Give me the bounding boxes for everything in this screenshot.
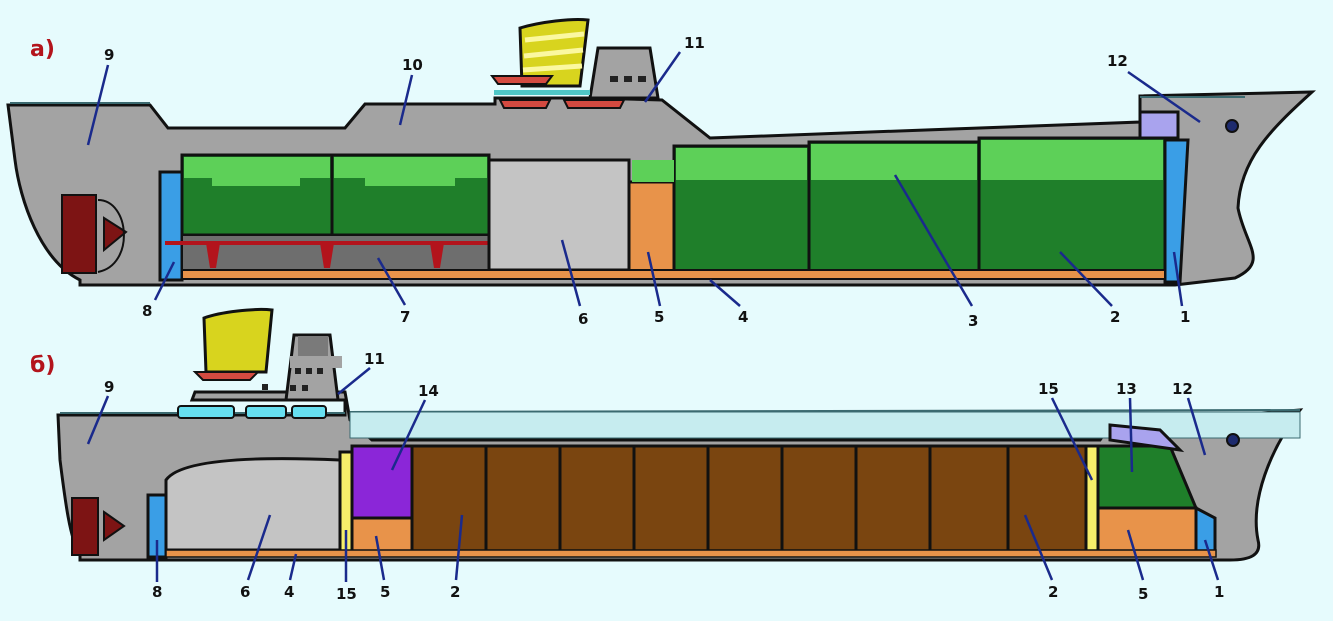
ship-a-hawse-hole xyxy=(1225,119,1239,133)
callout-b-1: 1 xyxy=(1214,583,1224,601)
ship-b-engine-room xyxy=(164,457,342,552)
callout-b-5-fore: 5 xyxy=(1138,585,1148,603)
callout-a-12: 12 xyxy=(1107,52,1128,70)
callout-a-4: 4 xyxy=(738,308,748,326)
ship-a-shaft-tunnel xyxy=(181,234,490,271)
callout-a-3: 3 xyxy=(968,312,978,330)
callout-b-13: 13 xyxy=(1116,380,1137,398)
ship-a-engine-room xyxy=(487,158,631,272)
ship-b-cofferdam-fore xyxy=(1084,444,1100,554)
callout-b-14: 14 xyxy=(418,382,439,400)
callout-a-5: 5 xyxy=(654,308,664,326)
callout-b-12: 12 xyxy=(1172,380,1193,398)
callout-b-2-fore: 2 xyxy=(1048,583,1058,601)
section-label-b: б) xyxy=(30,353,55,378)
callout-a-11: 11 xyxy=(684,34,705,52)
callout-a-10: 10 xyxy=(402,56,423,74)
callout-b-9: 9 xyxy=(104,378,114,396)
callouts-ship-b: 9 11 14 15 13 12 8 6 4 15 5 2 2 5 1 xyxy=(104,350,1224,603)
ship-b xyxy=(56,308,1304,562)
callout-b-2-aft: 2 xyxy=(450,583,460,601)
callout-a-9: 9 xyxy=(104,46,114,64)
ship-a-propeller xyxy=(103,216,128,253)
ship-b-propeller xyxy=(103,510,126,542)
ship-b-cargo-holds xyxy=(410,444,1088,554)
ship-b-fore-peak-tank xyxy=(1194,505,1217,557)
ship-a-double-bottom xyxy=(181,269,1166,280)
callout-b-15-fore: 15 xyxy=(1038,380,1059,398)
ship-b-fuel-tank-fore xyxy=(1096,506,1198,554)
ship-a-cargo-holds xyxy=(632,136,1167,274)
ship-b-superstructure xyxy=(177,308,342,419)
callout-b-4: 4 xyxy=(284,583,294,601)
ship-a xyxy=(6,18,1316,287)
callout-b-8: 8 xyxy=(152,583,162,601)
callouts-ship-a: 9 10 11 12 8 7 6 5 4 3 2 1 xyxy=(104,34,1190,330)
callout-a-6: 6 xyxy=(578,310,588,328)
ship-a-fuel-tank xyxy=(627,180,676,274)
ship-b-fore-store xyxy=(1108,423,1185,453)
ship-a-after-peak-tank xyxy=(158,170,184,282)
callout-a-8: 8 xyxy=(142,302,152,320)
ship-b-tank-14 xyxy=(350,444,414,520)
callout-a-7: 7 xyxy=(400,308,410,326)
ship-a-superstructure xyxy=(490,18,660,109)
callout-a-1: 1 xyxy=(1180,308,1190,326)
leader-lines xyxy=(86,51,1220,582)
ship-b-double-bottom xyxy=(165,549,1217,558)
ship-b-rudder xyxy=(71,497,99,556)
callout-a-2: 2 xyxy=(1110,308,1120,326)
ship-b-hawse-hole xyxy=(1226,433,1240,447)
section-label-a: а) xyxy=(30,37,55,62)
callout-b-5-aft: 5 xyxy=(380,583,390,601)
ship-b-fuel-tank-aft xyxy=(350,516,414,554)
ship-a-rudder xyxy=(61,194,97,274)
ship-a-fore-store xyxy=(1138,110,1180,140)
callout-b-6: 6 xyxy=(240,583,250,601)
callout-b-11: 11 xyxy=(364,350,385,368)
ship-a-fore-peak-tank xyxy=(1163,138,1190,284)
callout-b-15-aft: 15 xyxy=(336,585,357,603)
